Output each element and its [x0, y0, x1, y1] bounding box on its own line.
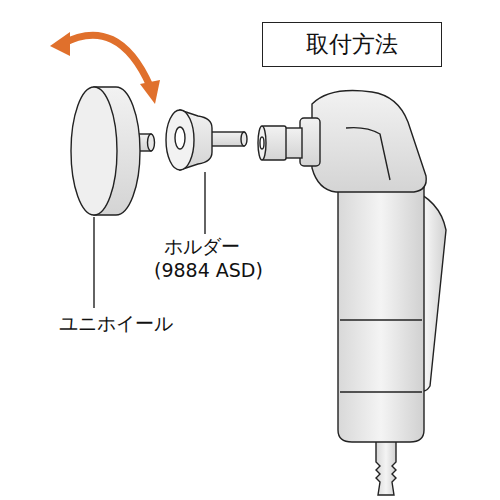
part-name: ホルダー	[162, 236, 242, 258]
wheel-leader	[93, 217, 94, 308]
uni-wheel	[71, 87, 155, 215]
air-tool	[258, 91, 446, 496]
holder	[166, 110, 247, 170]
diagram-title: 取付方法	[306, 29, 398, 60]
part-number: (9884 ASD)	[152, 260, 265, 282]
holder-leader	[204, 172, 205, 234]
part-name: ユニホイール	[57, 313, 175, 335]
title-box: 取付方法	[262, 22, 442, 67]
